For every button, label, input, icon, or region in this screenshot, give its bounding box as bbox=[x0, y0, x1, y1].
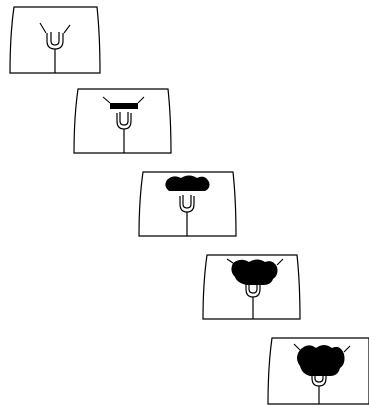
stage-4-hair-strands bbox=[226, 258, 284, 266]
stage-2-vulva bbox=[116, 112, 132, 153]
stage-5-hair bbox=[297, 345, 345, 376]
stage-5-vulva bbox=[311, 369, 327, 404]
stage-1-outline bbox=[9, 6, 101, 74]
stage-2-hair bbox=[110, 103, 138, 109]
stage-3-hair bbox=[165, 175, 210, 191]
stage-1-hair-strands bbox=[39, 22, 71, 34]
stage-1-vulva bbox=[46, 32, 64, 73]
stage-2-hair-strands bbox=[102, 96, 145, 104]
stage-5-hair-strands bbox=[293, 343, 351, 353]
stage-4-vulva bbox=[245, 280, 261, 319]
stage-4-hair bbox=[231, 259, 278, 285]
stage-2-outline bbox=[73, 88, 172, 154]
stage-4-panel bbox=[202, 254, 301, 320]
stage-1-panel bbox=[9, 6, 101, 74]
stage-3-panel bbox=[138, 171, 237, 237]
stage-3-vulva bbox=[179, 195, 195, 236]
stage-5-panel bbox=[267, 337, 369, 405]
stage-3-outline bbox=[138, 171, 237, 237]
stage-2-panel bbox=[73, 88, 172, 154]
